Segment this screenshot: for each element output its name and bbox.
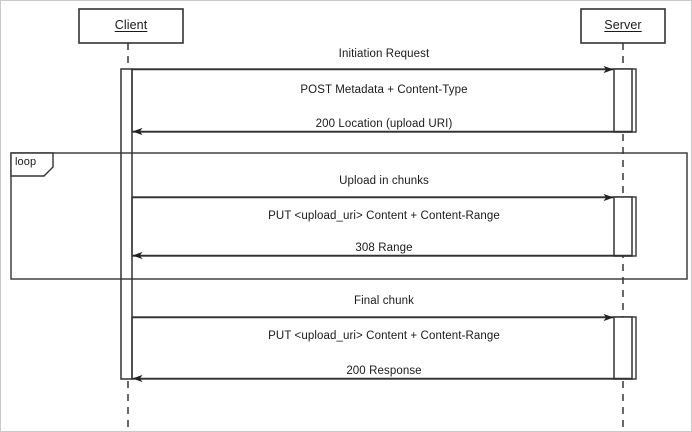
section-title-final-chunk: Final chunk — [354, 295, 414, 307]
loop-fragment-tab — [10, 152, 54, 177]
activation-bar-client — [120, 68, 133, 380]
message-label-200-location: 200 Location (upload URI) — [315, 118, 453, 130]
section-title-upload-chunks: Upload in chunks — [339, 175, 429, 187]
participant-label-client[interactable]: Client — [114, 18, 148, 32]
participant-box-client — [78, 8, 184, 44]
message-label-post-metadata: POST Metadata + Content-Type — [300, 84, 468, 96]
message-label-put-chunk: PUT <upload_uri> Content + Content-Range — [268, 210, 500, 222]
section-title-initiation: Initiation Request — [338, 48, 430, 60]
loop-fragment-label: loop — [15, 156, 37, 168]
message-label-308-range: 308 Range — [355, 242, 413, 254]
participant-label-server[interactable]: Server — [604, 18, 642, 32]
participant-box-server — [580, 8, 666, 44]
loop-fragment-box — [10, 152, 688, 280]
message-label-200-response: 200 Response — [346, 365, 422, 377]
message-label-put-final: PUT <upload_uri> Content + Content-Range — [268, 330, 500, 342]
